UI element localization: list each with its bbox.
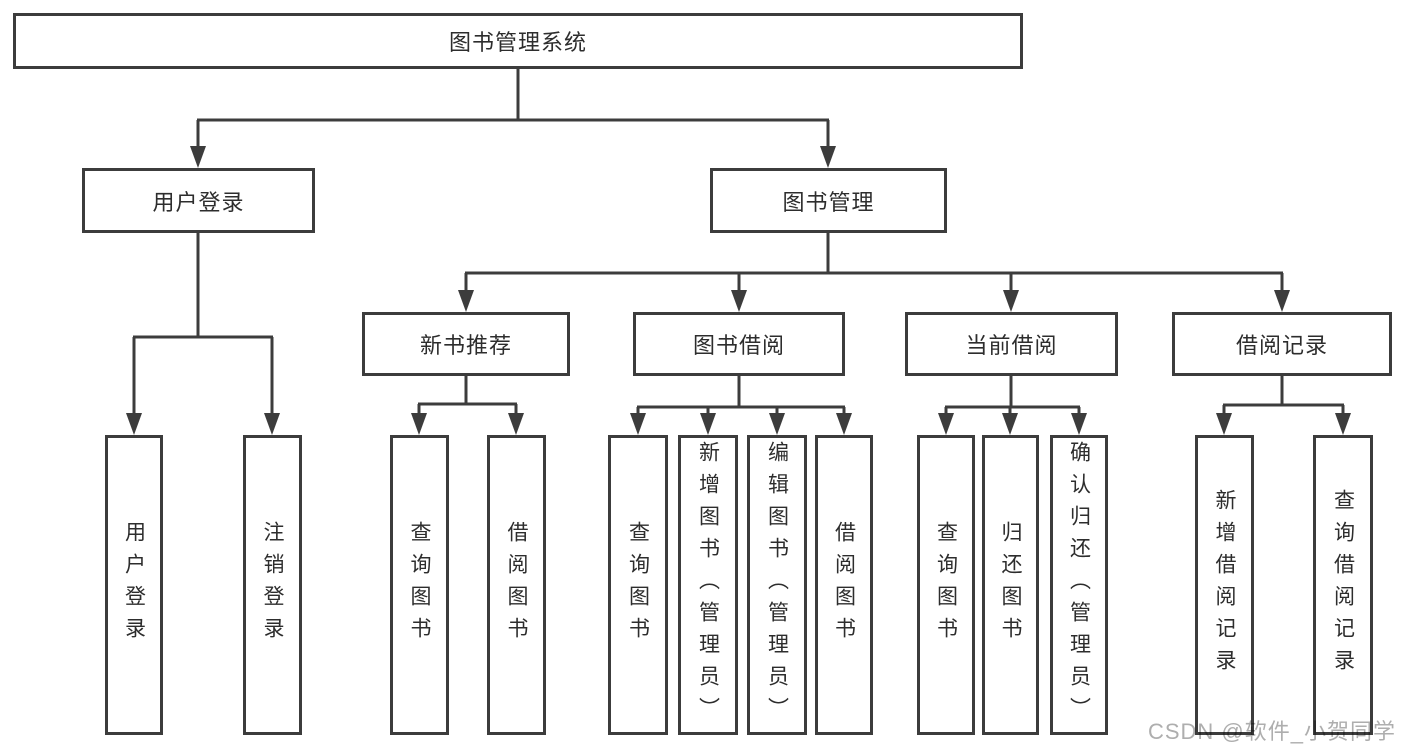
leaf-logout-label: 注销登录	[261, 521, 284, 649]
leaf-borrow-book-label: 借阅图书	[832, 521, 856, 649]
leaf-query-borrow-record: 查询借阅记录	[1313, 435, 1373, 735]
csdn-watermark: CSDN @软件_小贺同学	[1147, 719, 1396, 744]
leaf-add-borrow-record-label: 新增借阅记录	[1213, 489, 1236, 681]
leaf-current-query-book: 查询图书	[917, 435, 975, 735]
leaf-add-book-admin: 新增图书（管理员）	[678, 435, 738, 735]
leaf-confirm-return-admin: 确认归还（管理员）	[1050, 435, 1108, 735]
node-root: 图书管理系统	[13, 13, 1023, 69]
leaf-add-borrow-record: 新增借阅记录	[1195, 435, 1254, 735]
leaf-edit-book-admin: 编辑图书（管理员）	[747, 435, 807, 735]
leaf-add-book-admin-label: 新增图书（管理员）	[696, 441, 720, 729]
leaf-edit-book-admin-label: 编辑图书（管理员）	[765, 441, 789, 729]
leaf-user-login: 用户登录	[105, 435, 163, 735]
leaf-query-borrow-record-label: 查询借阅记录	[1331, 489, 1355, 681]
node-borrow-records: 借阅记录	[1172, 312, 1392, 376]
arrowhead-icons	[126, 146, 1351, 435]
node-new-book-recommend: 新书推荐	[362, 312, 570, 376]
leaf-borrow-query-book: 查询图书	[608, 435, 668, 735]
leaf-recommend-query-book-label: 查询图书	[408, 521, 431, 649]
leaf-borrow-query-book-label: 查询图书	[626, 521, 650, 649]
node-user-login-label: 用户登录	[152, 189, 245, 215]
node-current-borrow: 当前借阅	[905, 312, 1118, 376]
leaf-logout: 注销登录	[243, 435, 302, 735]
node-user-login: 用户登录	[82, 168, 315, 233]
leaf-recommend-borrow-book-label: 借阅图书	[505, 521, 528, 649]
leaf-user-login-label: 用户登录	[122, 521, 146, 649]
leaf-recommend-borrow-book: 借阅图书	[487, 435, 546, 735]
leaf-borrow-book: 借阅图书	[815, 435, 873, 735]
node-book-borrow-label: 图书借阅	[692, 333, 785, 358]
node-book-borrow: 图书借阅	[633, 312, 845, 376]
leaf-confirm-return-admin-label: 确认归还（管理员）	[1067, 441, 1091, 729]
node-borrow-records-label: 借阅记录	[1235, 333, 1328, 358]
node-book-manage-label: 图书管理	[782, 189, 875, 215]
leaf-recommend-query-book: 查询图书	[390, 435, 449, 735]
node-book-manage: 图书管理	[710, 168, 947, 233]
leaf-return-book: 归还图书	[982, 435, 1039, 735]
node-root-label: 图书管理系统	[448, 30, 587, 55]
leaf-current-query-book-label: 查询图书	[934, 521, 958, 649]
node-current-borrow-label: 当前借阅	[965, 333, 1058, 358]
node-new-book-recommend-label: 新书推荐	[419, 333, 512, 358]
leaf-return-book-label: 归还图书	[999, 521, 1022, 649]
